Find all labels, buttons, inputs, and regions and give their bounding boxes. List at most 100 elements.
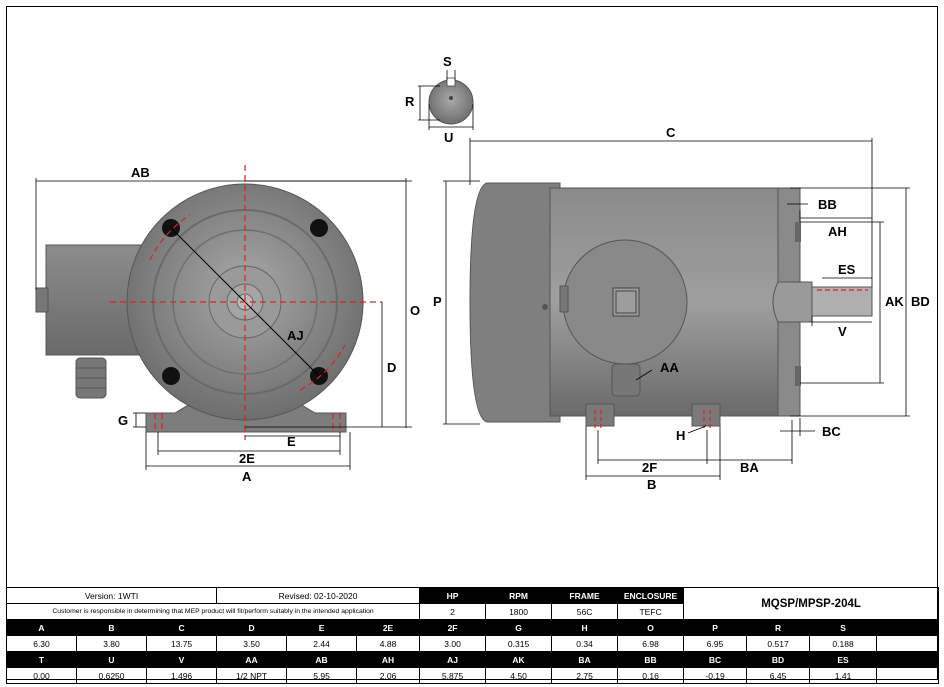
col-header: AA xyxy=(216,651,288,668)
col-header: G xyxy=(485,619,553,636)
col-header: D xyxy=(216,619,288,636)
cell: -0.19 xyxy=(683,667,748,684)
enclosure-value: TEFC xyxy=(617,603,685,620)
col-header: U xyxy=(76,651,147,668)
col-header: C xyxy=(145,619,218,636)
col-header-blank xyxy=(876,619,940,636)
label-a: A xyxy=(242,469,252,484)
label-e: E xyxy=(287,434,296,449)
label-u: U xyxy=(444,130,453,145)
label-aa: AA xyxy=(660,360,679,375)
table-header-row: T U V AA AB AH AJ AK BA BB BC BD ES xyxy=(6,651,940,668)
label-c: C xyxy=(666,125,676,140)
cell: 0.16 xyxy=(617,667,685,684)
col-header: E xyxy=(286,619,358,636)
label-p: P xyxy=(433,294,442,309)
label-h: H xyxy=(676,428,685,443)
shaft-end-view xyxy=(418,70,474,130)
col-header: T xyxy=(6,651,77,668)
version-text: Version: 1WTI xyxy=(5,587,218,604)
frame-header: FRAME xyxy=(551,587,619,604)
col-header: V xyxy=(145,651,218,668)
cell: 2.44 xyxy=(286,635,358,652)
hp-header: HP xyxy=(419,587,487,604)
cell: 6.30 xyxy=(6,635,77,652)
cell: 1.496 xyxy=(145,667,218,684)
col-header: ES xyxy=(809,651,878,668)
col-header: P xyxy=(683,619,748,636)
label-bd: BD xyxy=(911,294,930,309)
cell: 2.75 xyxy=(551,667,619,684)
label-s: S xyxy=(443,54,452,69)
label-2f: 2F xyxy=(642,460,657,475)
cell-blank xyxy=(876,635,940,652)
cell: 0.188 xyxy=(809,635,878,652)
col-header: O xyxy=(617,619,685,636)
label-d: D xyxy=(387,360,396,375)
cell: 6.95 xyxy=(683,635,748,652)
cell: 4.88 xyxy=(356,635,421,652)
cell: 6.45 xyxy=(746,667,811,684)
hp-value: 2 xyxy=(419,603,487,620)
col-header: BC xyxy=(683,651,748,668)
col-header: S xyxy=(809,619,878,636)
rpm-header: RPM xyxy=(485,587,553,604)
rpm-value: 1800 xyxy=(485,603,553,620)
dimension-table: Version: 1WTI Revised: 02-10-2020 HP RPM… xyxy=(5,587,940,684)
model-number: MQSP/MPSP-204L xyxy=(683,587,940,620)
label-bc: BC xyxy=(822,424,841,439)
table-row: Version: 1WTI Revised: 02-10-2020 HP RPM… xyxy=(5,587,940,620)
label-r: R xyxy=(405,94,415,109)
cell: 3.00 xyxy=(419,635,487,652)
col-header: A xyxy=(6,619,77,636)
cell: 5.875 xyxy=(419,667,487,684)
col-header: 2E xyxy=(356,619,421,636)
label-ab: AB xyxy=(131,165,150,180)
cell: 2.06 xyxy=(356,667,421,684)
enclosure-header: ENCLOSURE xyxy=(617,587,685,604)
cell: 5.95 xyxy=(286,667,358,684)
table-row: Customer is responsible in determining t… xyxy=(5,603,939,620)
cell: 0.34 xyxy=(551,635,619,652)
disclaimer-text: Customer is responsible in determining t… xyxy=(5,603,421,620)
cell: 0.6250 xyxy=(76,667,147,684)
table-row: 0.00 0.6250 1.496 1/2 NPT 5.95 2.06 5.87… xyxy=(6,667,940,684)
label-aj: AJ xyxy=(287,328,304,343)
table-row: 6.30 3.80 13.75 3.50 2.44 4.88 3.00 0.31… xyxy=(6,635,940,652)
cell: 0.00 xyxy=(6,667,77,684)
col-header: BD xyxy=(746,651,811,668)
label-ah: AH xyxy=(828,224,847,239)
cell-blank xyxy=(876,667,940,684)
label-es: ES xyxy=(838,262,856,277)
col-header: AK xyxy=(485,651,553,668)
col-header: 2F xyxy=(419,619,487,636)
col-header: AB xyxy=(286,651,358,668)
cell: 6.98 xyxy=(617,635,685,652)
col-header: BA xyxy=(551,651,619,668)
label-2e: 2E xyxy=(239,451,255,466)
label-b: B xyxy=(647,477,656,492)
motor-front-view xyxy=(35,165,412,470)
frame-value: 56C xyxy=(551,603,619,620)
cell: 3.80 xyxy=(76,635,147,652)
cell: 0.517 xyxy=(746,635,811,652)
col-header: R xyxy=(746,619,811,636)
cell: 3.50 xyxy=(216,635,288,652)
col-header: B xyxy=(76,619,147,636)
label-o: O xyxy=(410,303,420,318)
col-header: AJ xyxy=(419,651,487,668)
label-bb: BB xyxy=(818,197,837,212)
motor-dimension-drawing: S R U C AB O D AJ G E 2E A P BB AH ES AK… xyxy=(35,54,930,492)
label-ba: BA xyxy=(740,460,759,475)
label-ak: AK xyxy=(885,294,904,309)
cell: 1/2 NPT xyxy=(216,667,288,684)
motor-side-view xyxy=(443,138,910,480)
col-header: BB xyxy=(617,651,685,668)
label-v: V xyxy=(838,324,847,339)
cell: 1.41 xyxy=(809,667,878,684)
col-header-blank xyxy=(876,651,940,668)
cell: 0.315 xyxy=(485,635,553,652)
cell: 13.75 xyxy=(145,635,218,652)
label-g: G xyxy=(118,413,128,428)
col-header: H xyxy=(551,619,619,636)
